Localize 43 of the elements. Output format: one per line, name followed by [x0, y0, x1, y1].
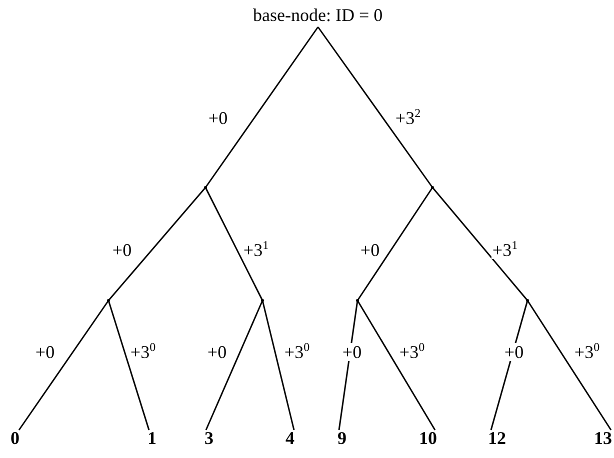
edge-label: +3$^{2}$ — [394, 109, 422, 127]
edge-label: +0 — [359, 241, 381, 259]
tree-branch-line — [356, 187, 434, 301]
junction-point — [356, 298, 358, 302]
root-node-label: base-node: ID = 0 — [253, 5, 383, 25]
edge-label: +0 — [503, 343, 525, 361]
edge-label: +0 — [207, 109, 229, 127]
junction-point — [106, 298, 110, 302]
tree-branch-line — [490, 300, 528, 430]
junction-point — [526, 298, 528, 302]
tree-branch-line — [18, 300, 110, 430]
tree-branch-line — [262, 300, 295, 430]
tree-branch-line — [338, 300, 358, 430]
tree-branch-line — [317, 26, 434, 188]
leaf-id-label: 13 — [594, 428, 612, 448]
leaf-id-label: 12 — [488, 428, 506, 448]
leaf-id-label: 4 — [286, 428, 294, 448]
tree-branch-line — [108, 300, 150, 430]
edge-label: +3$^{0}$ — [129, 343, 157, 361]
edge-label: +3$^{0}$ — [573, 343, 601, 361]
edge-label: +0 — [341, 343, 363, 361]
edge-label: +3$^{1}$ — [491, 241, 519, 259]
edge-label: +3$^{0}$ — [283, 343, 311, 361]
tree-branch-line — [432, 187, 528, 301]
tree-branch-line — [204, 187, 264, 301]
junction-point — [204, 186, 206, 188]
tree-branch-line — [205, 300, 264, 430]
junction-point — [430, 186, 434, 188]
leaf-id-label: 3 — [204, 428, 214, 448]
junction-point — [260, 298, 264, 302]
leaf-id-label: 0 — [10, 428, 20, 448]
edge-label: +0 — [34, 343, 56, 361]
edge-label: +3$^{0}$ — [398, 343, 426, 361]
tree-branch-line — [204, 26, 319, 188]
edge-label: +0 — [111, 241, 133, 259]
tree-branch-line — [108, 187, 206, 301]
leaf-id-label: 9 — [338, 428, 346, 448]
tree-branch-line — [356, 300, 436, 430]
edge-label: +3$^{1}$ — [242, 241, 270, 259]
tree-branch-line — [526, 300, 612, 430]
leaf-id-label: 1 — [148, 428, 156, 448]
leaf-id-label: 10 — [419, 428, 437, 448]
edge-label: +0 — [206, 343, 228, 361]
